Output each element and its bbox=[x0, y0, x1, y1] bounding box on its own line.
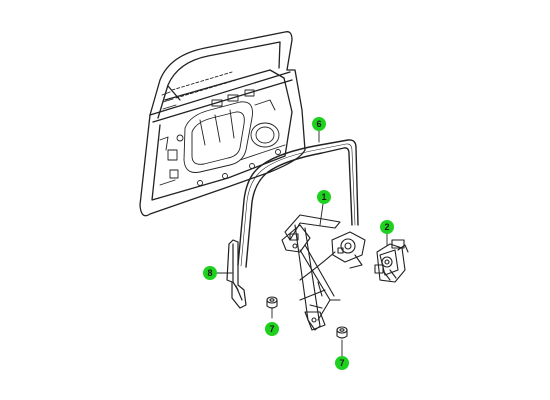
leader-lines bbox=[216, 129, 388, 358]
callout-6[interactable]: 6 bbox=[312, 117, 326, 131]
window-regulator bbox=[281, 214, 366, 331]
door-shell bbox=[139, 31, 306, 217]
nut-right bbox=[336, 326, 348, 339]
callout-1[interactable]: 1 bbox=[317, 190, 331, 204]
glass-run-channel bbox=[237, 139, 359, 268]
callout-7-left[interactable]: 7 bbox=[265, 322, 279, 336]
callout-2[interactable]: 2 bbox=[380, 220, 394, 234]
window-motor bbox=[374, 239, 409, 283]
callout-7-right[interactable]: 7 bbox=[335, 356, 349, 370]
nut-left bbox=[266, 296, 278, 309]
front-run-channel bbox=[226, 239, 247, 309]
callout-8[interactable]: 8 bbox=[203, 266, 217, 280]
door-inner-details bbox=[159, 71, 286, 186]
